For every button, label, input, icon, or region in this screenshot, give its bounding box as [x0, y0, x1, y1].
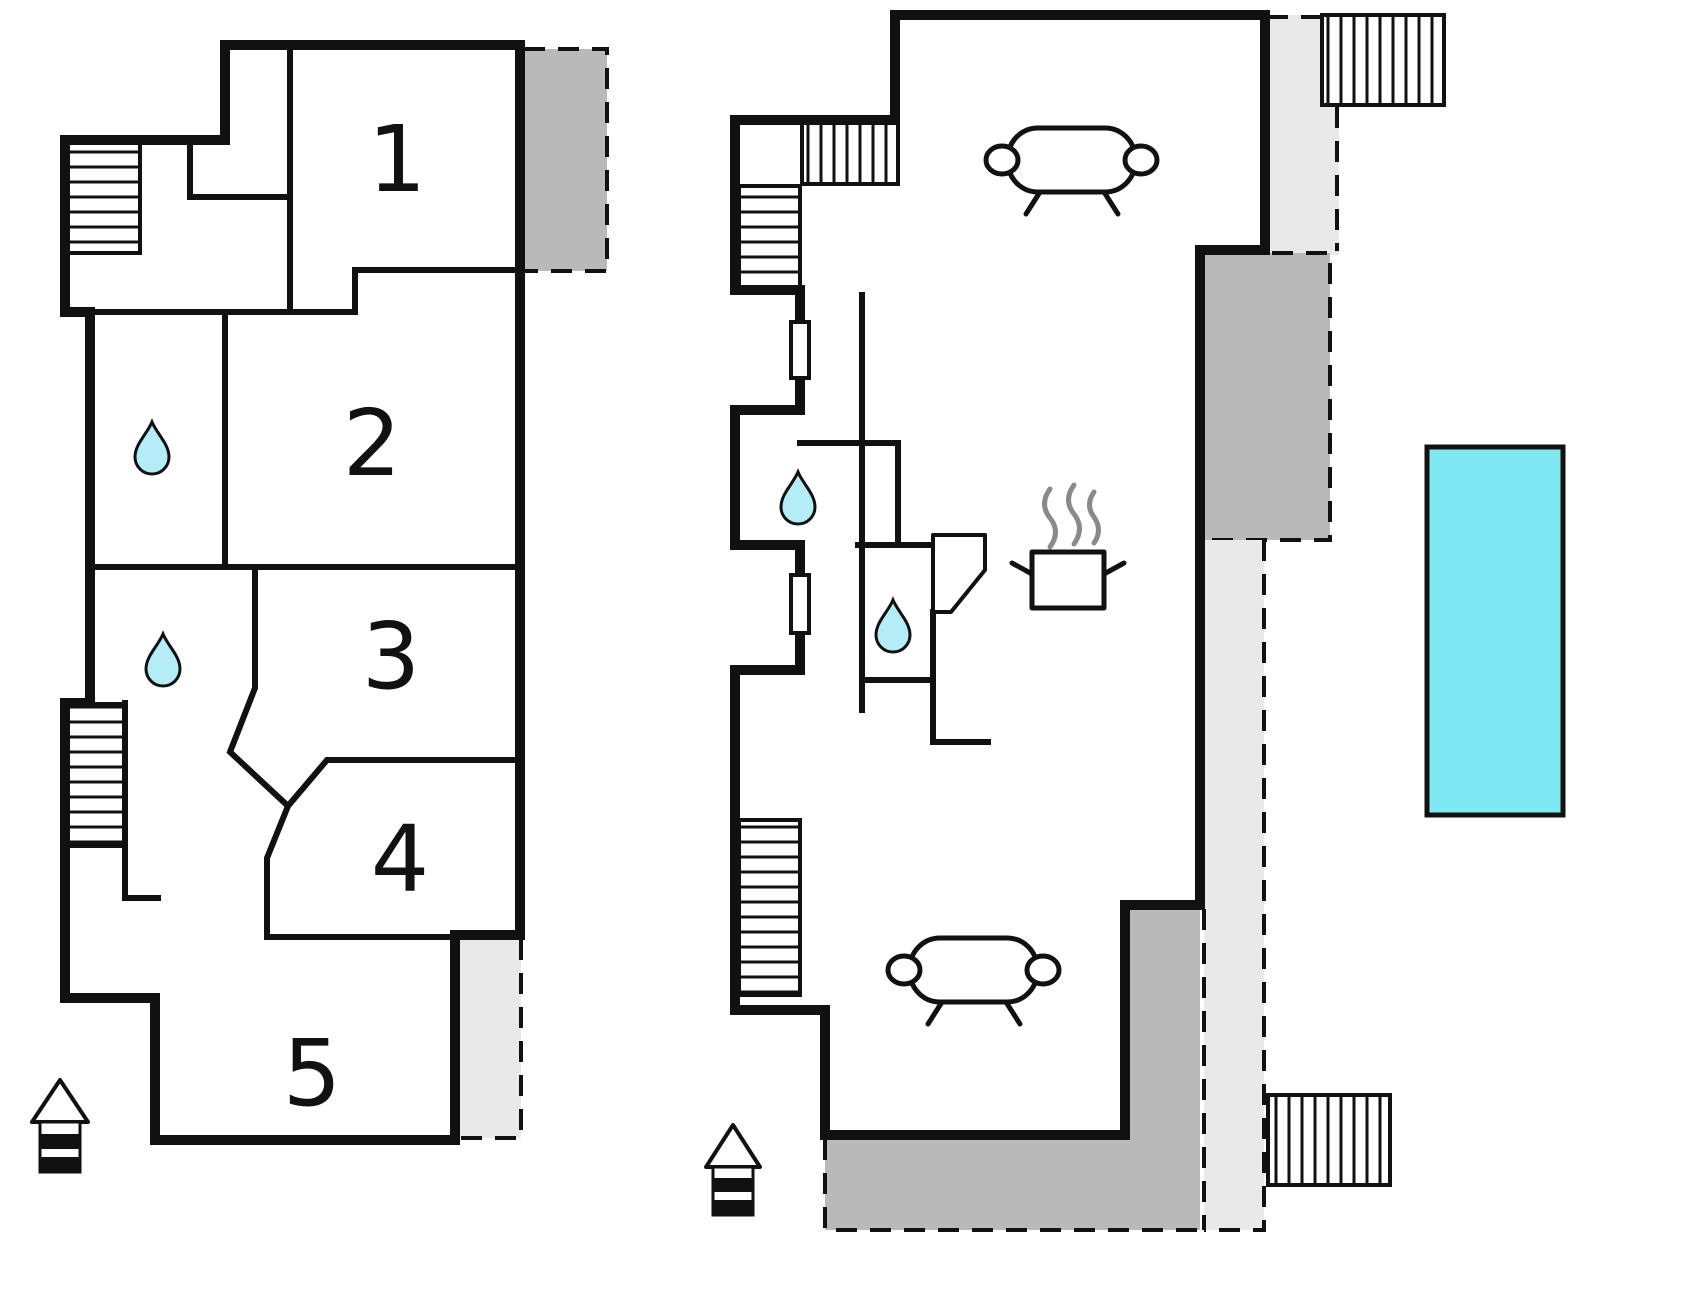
steam-icon [1042, 486, 1058, 550]
house-band [713, 1200, 753, 1214]
sofa-armrest [885, 953, 923, 987]
staircase-icon [737, 184, 802, 292]
outdoor-steps-icon [1266, 1093, 1392, 1187]
pot-body [1029, 549, 1107, 611]
ground-floor-plan [704, 10, 1566, 1232]
outdoor-steps-icon [1320, 13, 1446, 107]
sofa-armrest [1024, 953, 1062, 987]
lower-terrace [459, 939, 521, 1138]
sofa-body [1005, 125, 1138, 195]
room-number-label: 4 [371, 806, 430, 913]
sofa-legs [1023, 189, 1121, 217]
upper-patio [1204, 253, 1330, 540]
side-terrace-strip [1204, 540, 1264, 1230]
sofa-legs [925, 999, 1023, 1027]
sofa-armrest [1122, 143, 1160, 177]
sofa-armrest [983, 143, 1021, 177]
north-house-icon [30, 1078, 90, 1174]
swimming-pool [1424, 444, 1566, 818]
north-house-icon [704, 1123, 762, 1217]
interior-walls [62, 42, 523, 940]
kitchen-counter [931, 533, 987, 614]
steam-icon [1066, 482, 1082, 547]
walkway-dashed-border [1267, 15, 1339, 251]
lower-terrace-dashed-border [459, 939, 523, 1140]
room-number-label: 5 [283, 1020, 342, 1127]
lower-terrace [825, 909, 1200, 1230]
sofa-body [907, 935, 1040, 1005]
staircase-icon [800, 120, 900, 186]
door-icon [789, 573, 811, 635]
exterior-wall [60, 40, 525, 1145]
pot-handles [1009, 560, 1127, 577]
interior-walls [797, 292, 991, 745]
room-number-label: 1 [368, 106, 427, 213]
room-number-label: 3 [362, 603, 421, 710]
house-band [713, 1178, 753, 1192]
strip-dashed-border [1202, 540, 1266, 1232]
sofa-icon [885, 935, 1062, 1027]
stove-icon [1009, 482, 1127, 611]
upper-floor-plan: 1 2 3 4 5 [30, 40, 609, 1174]
upper-patio-dashed-border [1204, 251, 1332, 542]
water-drop-icon [874, 596, 912, 654]
exterior-wall [730, 10, 1270, 1140]
lower-terrace-dashed-border [823, 1139, 1200, 1232]
water-drop-icon [779, 468, 817, 526]
room-number-label: 2 [343, 390, 402, 497]
staircase-icon [66, 702, 127, 847]
house-band [40, 1157, 80, 1172]
staircase-icon [737, 818, 802, 997]
house-roof [30, 1078, 90, 1124]
staircase-icon [66, 141, 142, 255]
house-roof [704, 1123, 762, 1169]
water-drop-icon [133, 418, 171, 476]
balcony-terrace [524, 49, 607, 271]
door-icon [789, 320, 811, 380]
water-drop-icon [144, 630, 182, 688]
sofa-icon [983, 125, 1160, 217]
steam-icon [1087, 489, 1101, 546]
house-band [40, 1134, 80, 1149]
balcony-dashed-border [524, 47, 609, 273]
